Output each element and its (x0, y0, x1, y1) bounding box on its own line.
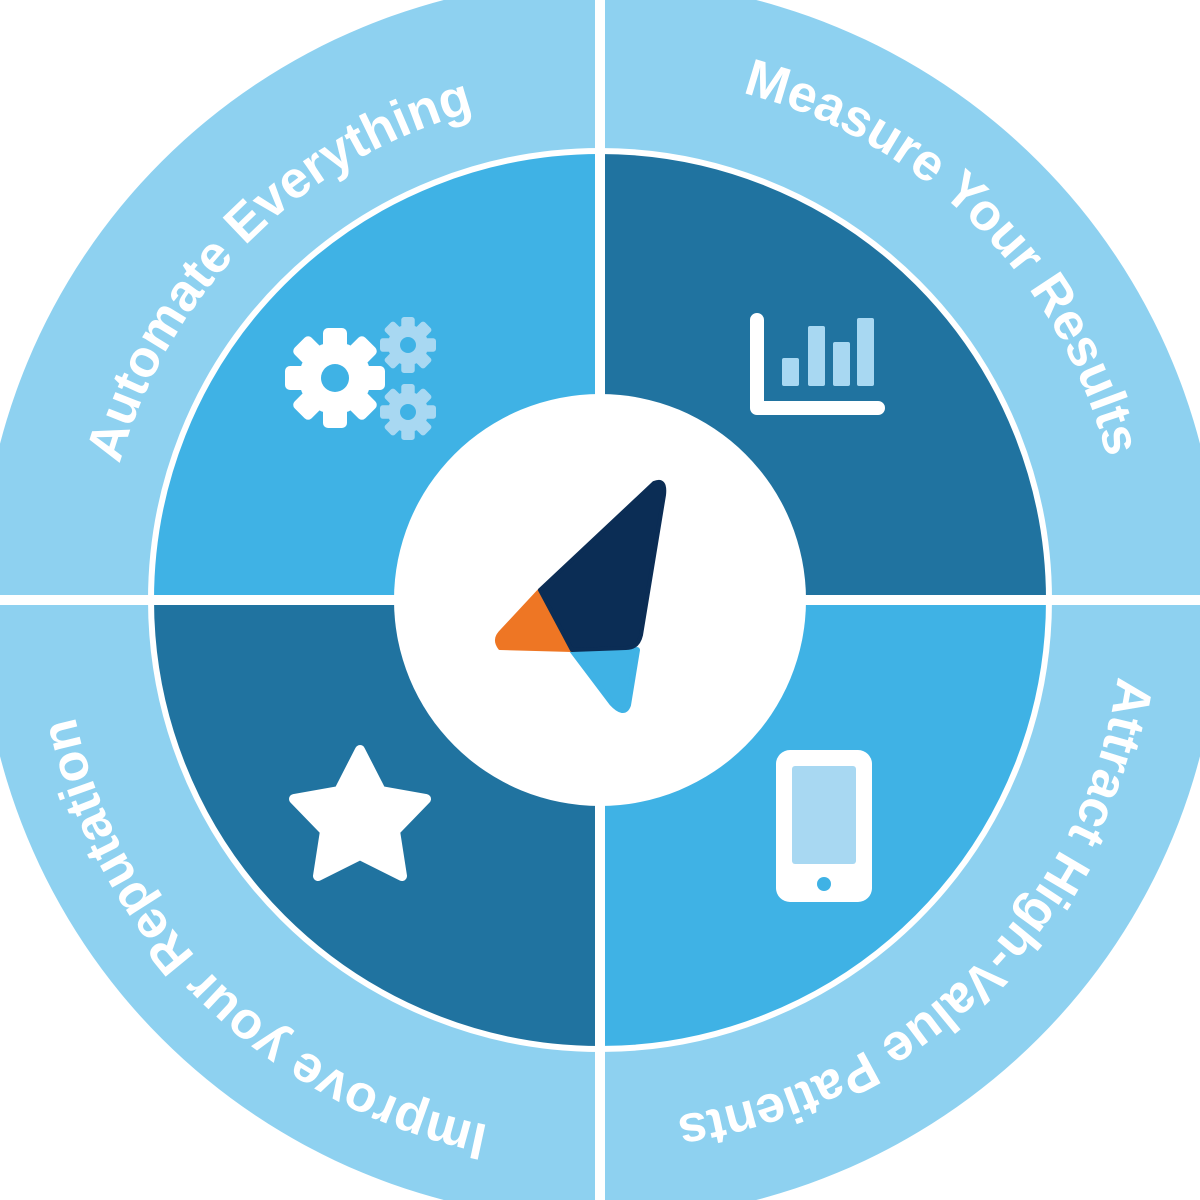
gears-icon (285, 317, 436, 440)
compass-logo-icon (495, 479, 667, 713)
star-icon (289, 745, 431, 881)
smartphone-icon (776, 750, 872, 902)
bar-chart-icon (750, 313, 885, 415)
